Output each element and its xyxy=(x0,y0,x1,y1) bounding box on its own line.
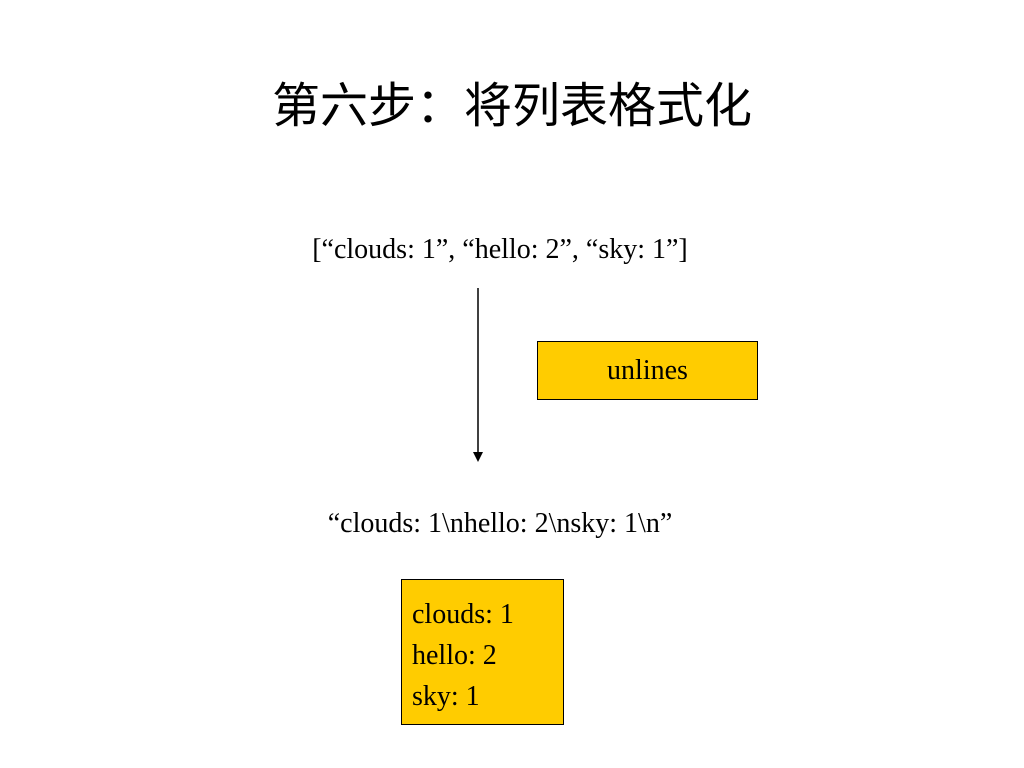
unlines-function-box: unlines xyxy=(537,341,758,400)
result-line: hello: 2 xyxy=(412,640,497,671)
printed-result-box: clouds: 1 hello: 2 sky: 1 xyxy=(401,579,564,725)
down-arrow-icon xyxy=(473,288,483,462)
result-line: sky: 1 xyxy=(412,681,480,712)
output-string-text: “clouds: 1\nhello: 2\nsky: 1\n” xyxy=(327,508,673,539)
result-line: clouds: 1 xyxy=(412,599,514,630)
input-list-text: [“clouds: 1”, “hello: 2”, “sky: 1”] xyxy=(312,234,688,265)
slide-title: 第六步：将列表格式化 xyxy=(271,78,752,134)
function-label: unlines xyxy=(607,354,688,386)
